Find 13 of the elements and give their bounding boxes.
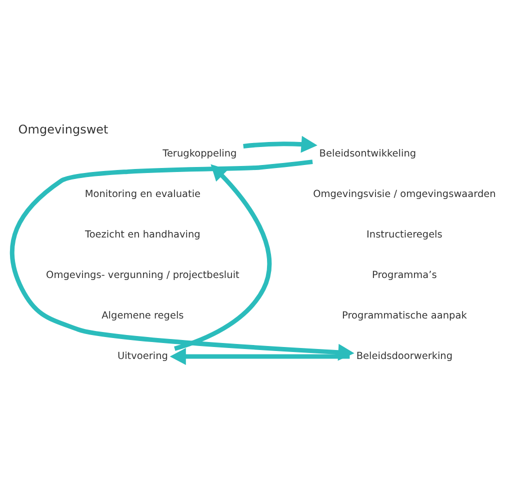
label: Programma’s (372, 270, 437, 282)
node-text: Terugkoppeling (162, 148, 237, 160)
label: Toezicht en handhaving (85, 230, 200, 241)
node-text: Beleidsdoorwerking (356, 351, 453, 362)
label: Algemene regels (102, 310, 184, 322)
label: Monitoring en evaluatie (84, 189, 201, 200)
label: Omgevingsvisie / omgevingswaarden (313, 189, 496, 200)
label: Instructieregels (366, 230, 442, 241)
node-text: Beleidsontwikkeling (319, 148, 416, 160)
label: Omgevings- vergunning / projectbesluit (46, 270, 240, 282)
diagram-title: Omgevingswet (18, 122, 108, 137)
node-text: Uitvoering (117, 351, 168, 362)
label: Programmatische aanpak (342, 310, 467, 322)
